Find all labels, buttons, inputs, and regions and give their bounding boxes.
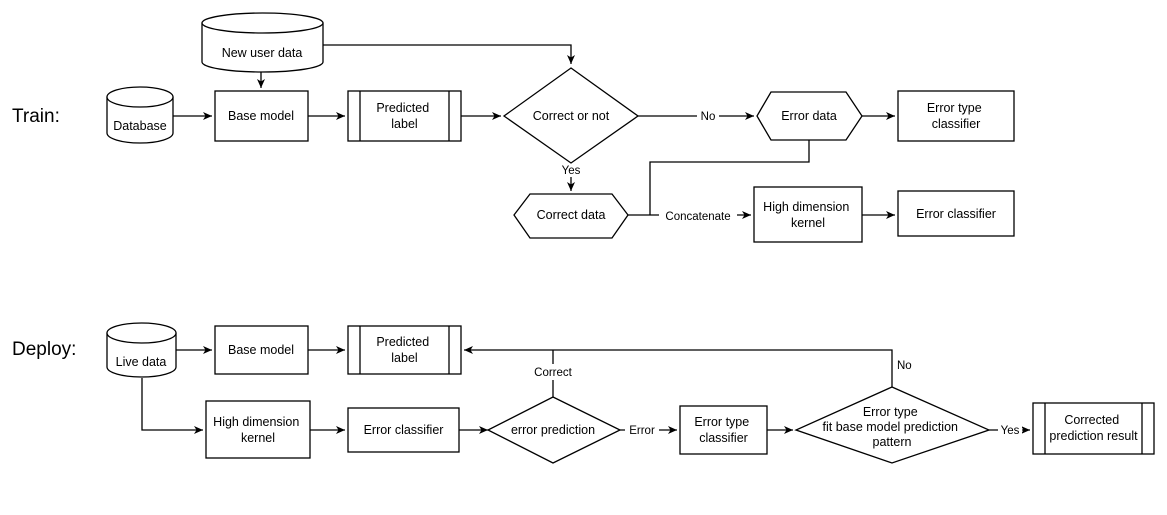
edge-errordata-down bbox=[649, 140, 810, 215]
deploy-row-label: Deploy: bbox=[12, 339, 76, 360]
corrected-prediction-result-node: Corrected prediction result bbox=[1032, 402, 1155, 455]
edge-label-correct: Correct bbox=[534, 367, 573, 379]
svg-text:Error type classifier: Error type classifier bbox=[694, 415, 752, 445]
database-label: Database bbox=[113, 119, 167, 133]
edge-live-to-kernel bbox=[141, 378, 203, 434]
correct-or-not-label: Correct or not bbox=[533, 109, 610, 123]
svg-text:High dimension kernel: High dimension kernel bbox=[763, 200, 853, 230]
train-high-dimension-kernel-node: High dimension kernel bbox=[753, 186, 863, 243]
svg-text:Error type classifier: Error type classifier bbox=[927, 101, 985, 131]
edge-newuser-to-decision bbox=[323, 44, 575, 64]
new-user-data-label: New user data bbox=[222, 46, 303, 60]
train-predicted-label-line1: Predicted bbox=[376, 101, 429, 115]
edge-label-yes-deploy: Yes bbox=[1001, 425, 1020, 437]
train-predicted-label-node: Predicted label bbox=[347, 90, 462, 142]
deploy-predicted-label-line1: Predicted bbox=[376, 335, 429, 349]
train-base-model-label: Base model bbox=[228, 109, 294, 123]
fit-decision-line1: Error type bbox=[863, 405, 918, 419]
train-base-model-node: Base model bbox=[214, 90, 309, 142]
edge-fit-no-back bbox=[464, 346, 893, 387]
train-error-classifier-label: Error classifier bbox=[916, 207, 996, 221]
edge-label-no: No bbox=[701, 111, 716, 123]
train-kernel-line1: High dimension bbox=[763, 200, 849, 214]
fit-base-model-decision: Error type fit base model prediction pat… bbox=[794, 386, 991, 464]
train-row-label: Train: bbox=[12, 106, 60, 127]
new-user-data-node: New user data bbox=[201, 12, 324, 73]
correct-data-node: Correct data bbox=[513, 193, 629, 239]
train-error-type-classifier-node: Error type classifier bbox=[897, 90, 1015, 142]
train-predicted-label-line2: label bbox=[391, 117, 417, 131]
deploy-predicted-label-line2: label bbox=[391, 351, 417, 365]
deploy-kernel-line2: kernel bbox=[241, 431, 275, 445]
corrected-result-line2: prediction result bbox=[1049, 429, 1138, 443]
deploy-predicted-label-node: Predicted label bbox=[347, 325, 462, 375]
deploy-error-classifier-label: Error classifier bbox=[364, 423, 444, 437]
fit-decision-line2: fit base model prediction bbox=[823, 420, 959, 434]
edge-label-yes: Yes bbox=[562, 165, 581, 177]
svg-text:Corrected prediction res: Corrected prediction result bbox=[1049, 413, 1138, 443]
svg-text:High dimension kernel: High dimension kernel bbox=[213, 415, 303, 445]
train-error-type-classifier-line2: classifier bbox=[932, 117, 981, 131]
deploy-high-dimension-kernel-node: High dimension kernel bbox=[205, 400, 311, 459]
deploy-error-type-classifier-node: Error type classifier bbox=[679, 405, 768, 455]
edge-label-concatenate: Concatenate bbox=[665, 211, 730, 223]
error-prediction-label: error prediction bbox=[511, 423, 595, 437]
corrected-result-line1: Corrected bbox=[1064, 413, 1119, 427]
deploy-error-classifier-node: Error classifier bbox=[347, 407, 460, 453]
train-kernel-line2: kernel bbox=[791, 216, 825, 230]
svg-text:Predicted label: Predicted label bbox=[376, 101, 432, 131]
train-error-type-classifier-line1: Error type bbox=[927, 101, 982, 115]
error-prediction-decision: error prediction bbox=[486, 396, 622, 464]
deploy-error-type-classifier-line2: classifier bbox=[699, 431, 748, 445]
correct-data-label: Correct data bbox=[537, 208, 606, 222]
train-error-classifier-node: Error classifier bbox=[897, 190, 1015, 237]
database-node: Database bbox=[106, 86, 174, 144]
deploy-base-model-label: Base model bbox=[228, 343, 294, 357]
live-data-node: Live data bbox=[106, 322, 177, 378]
svg-text:Predicted label: Predicted label bbox=[376, 335, 432, 365]
deploy-base-model-node: Base model bbox=[214, 325, 309, 375]
edge-label-no-deploy: No bbox=[897, 360, 912, 372]
fit-decision-line3: pattern bbox=[873, 435, 912, 449]
deploy-error-type-classifier-line1: Error type bbox=[694, 415, 749, 429]
edge-label-error: Error bbox=[629, 425, 655, 437]
live-data-label: Live data bbox=[116, 355, 167, 369]
error-data-node: Error data bbox=[756, 91, 863, 141]
correct-or-not-decision: Correct or not bbox=[502, 67, 640, 164]
svg-text:Error type fit base mode: Error type fit base model prediction pat… bbox=[823, 405, 962, 449]
error-data-label: Error data bbox=[781, 109, 837, 123]
deploy-kernel-line1: High dimension bbox=[213, 415, 299, 429]
